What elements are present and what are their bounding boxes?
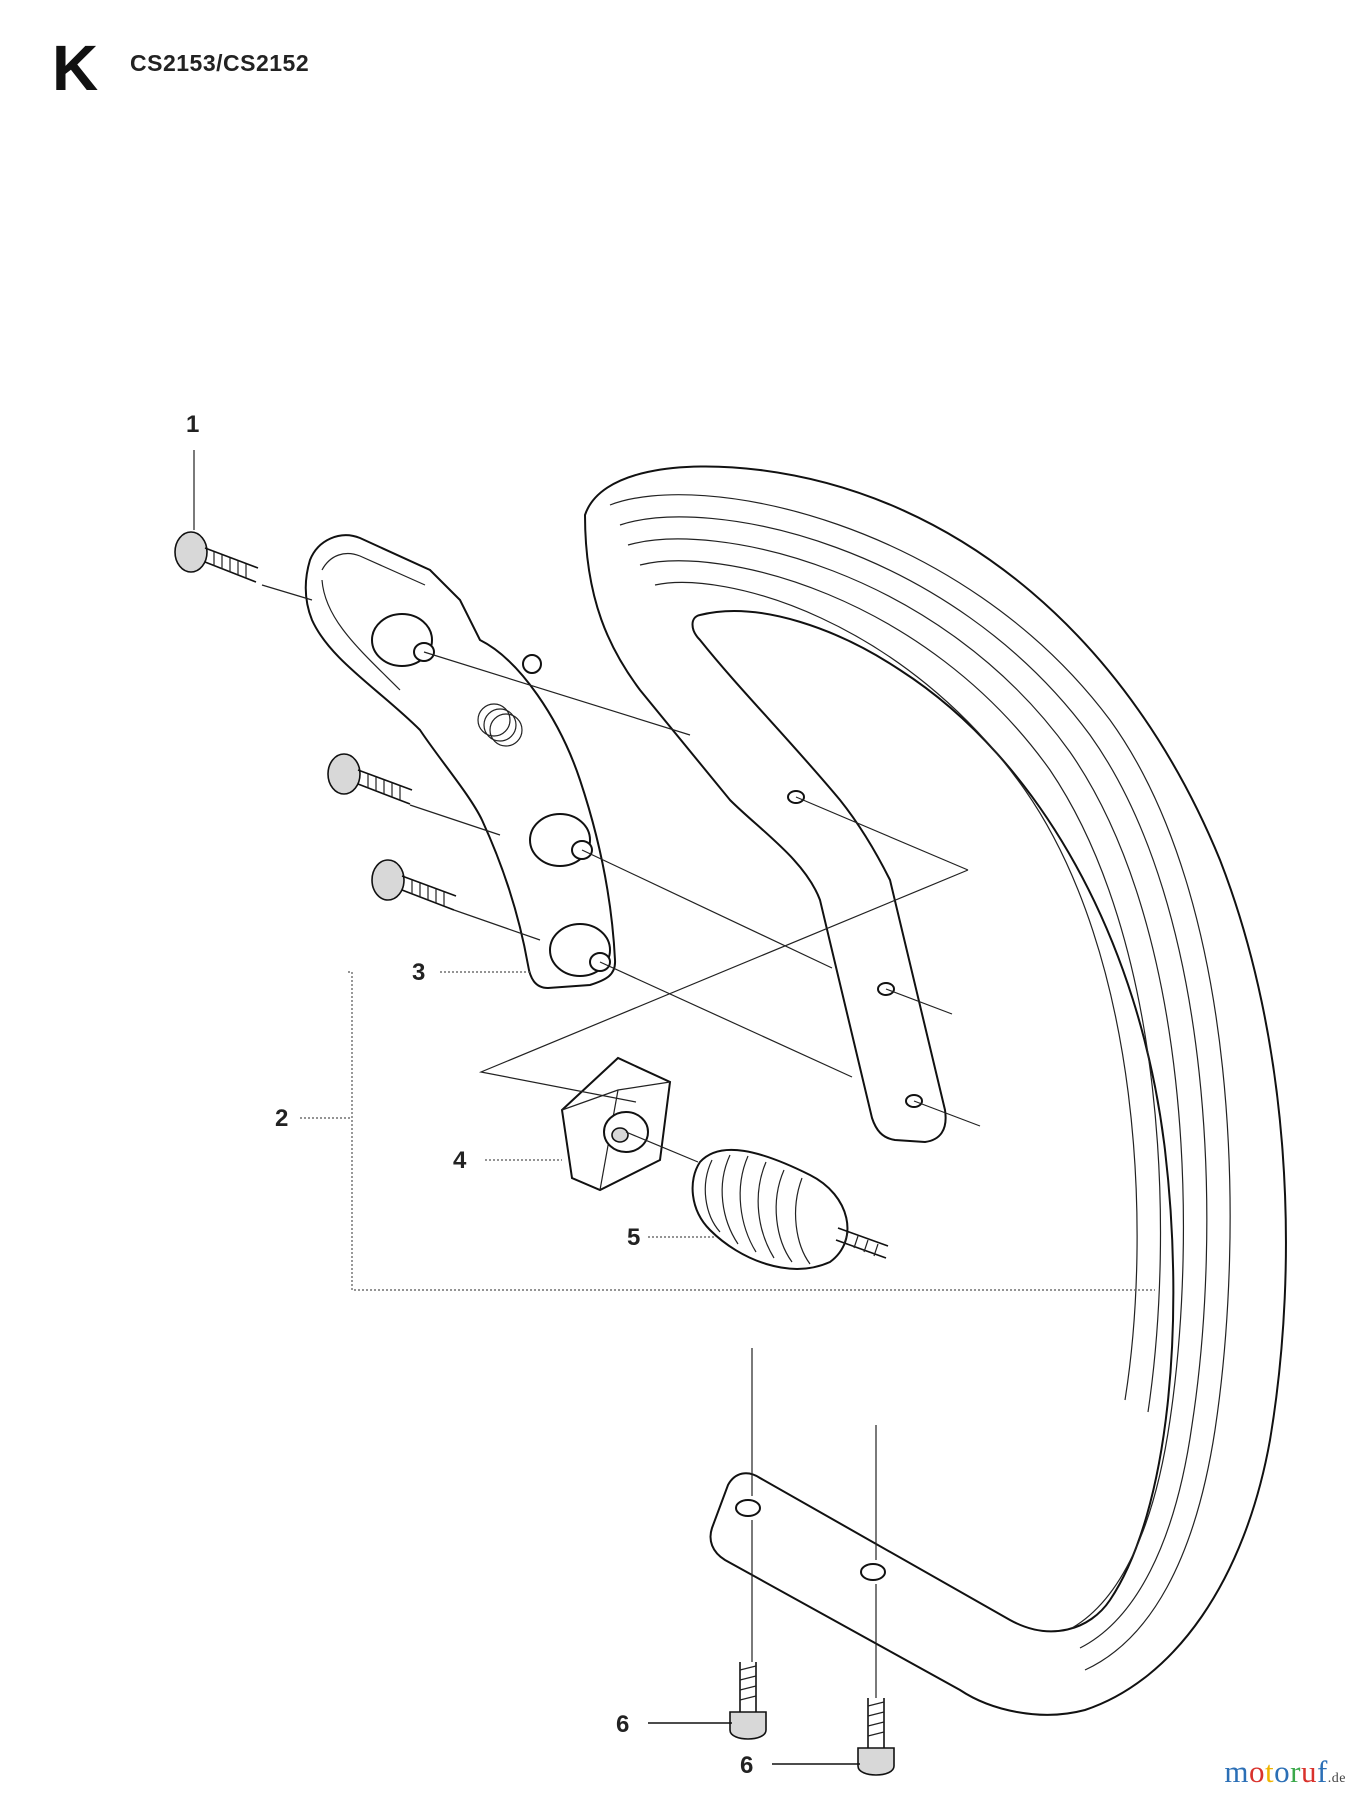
screw-bottom-left bbox=[729, 1662, 767, 1740]
screw-bottom-right bbox=[857, 1698, 895, 1776]
watermark-letter: o bbox=[1274, 1754, 1291, 1789]
watermark-suffix: .de bbox=[1327, 1771, 1346, 1786]
screw-lower bbox=[371, 859, 457, 911]
watermark-letter: m bbox=[1224, 1754, 1249, 1789]
watermark-letter: r bbox=[1290, 1754, 1301, 1789]
callout-4: 4 bbox=[453, 1147, 467, 1174]
watermark-letter: f bbox=[1316, 1754, 1328, 1789]
section-letter: K bbox=[52, 32, 99, 104]
retainer-clip bbox=[560, 1056, 672, 1192]
callout-2: 2 bbox=[275, 1105, 288, 1132]
front-handle-bar bbox=[583, 465, 1287, 1716]
vibration-dampener bbox=[691, 1148, 889, 1270]
callout-5: 5 bbox=[627, 1224, 640, 1251]
callout-3: 3 bbox=[412, 959, 425, 986]
watermark-letter: t bbox=[1265, 1754, 1275, 1789]
callout-6b: 6 bbox=[740, 1752, 753, 1779]
callout-1: 1 bbox=[186, 411, 199, 438]
watermark-logo: motoruf.de bbox=[1224, 1754, 1346, 1790]
watermark-letter: o bbox=[1249, 1754, 1265, 1789]
assembly-lines bbox=[193, 450, 981, 1698]
model-title: CS2153/CS2152 bbox=[130, 50, 310, 76]
screw-top bbox=[174, 531, 259, 583]
handle-bracket bbox=[304, 534, 617, 990]
watermark-letter: u bbox=[1300, 1754, 1317, 1789]
screw-middle bbox=[327, 753, 413, 805]
callout-6a: 6 bbox=[616, 1711, 629, 1738]
callout-leaders bbox=[300, 971, 1155, 1765]
watermark-letters: motoruf bbox=[1224, 1754, 1327, 1789]
